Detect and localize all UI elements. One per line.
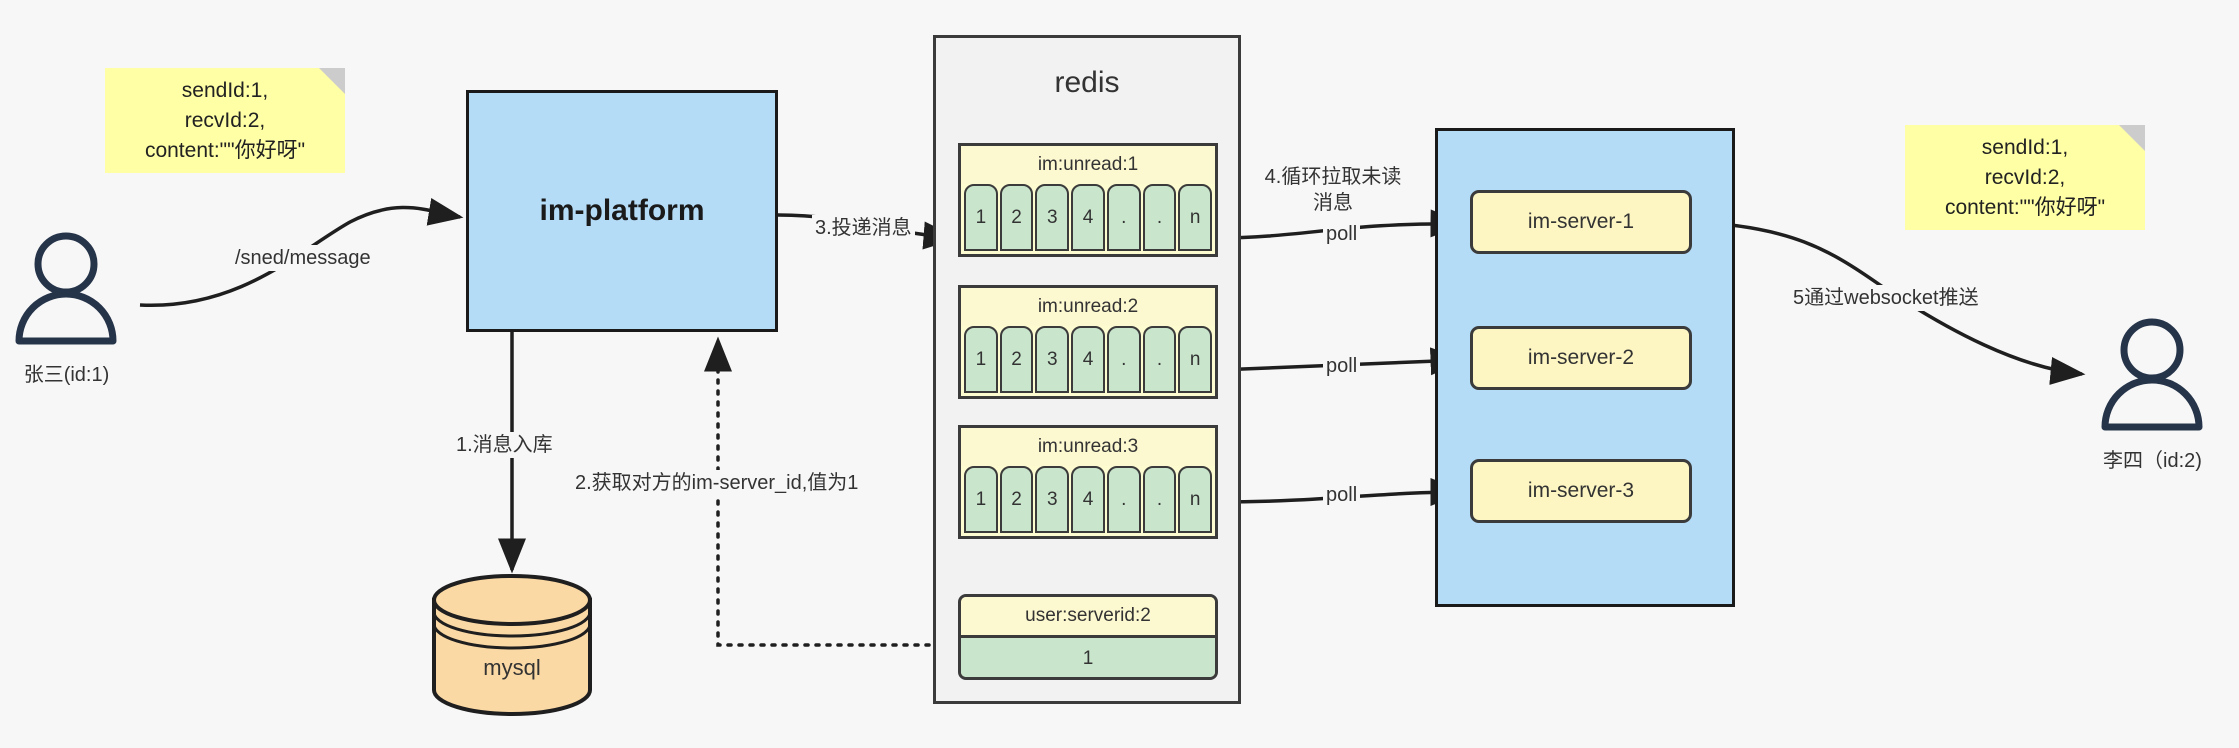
note-right-line-3: content:""你好呀" [1944, 195, 2106, 219]
queue-im-unread-2: im:unread:2 1 2 3 4 . . n [958, 285, 1218, 399]
queue-cell: . [1106, 184, 1141, 251]
queue-cell: 3 [1035, 184, 1070, 251]
queue-key-2: im:unread:2 [961, 288, 1215, 326]
actor-label-sender: 张三(id:1) [23, 364, 110, 386]
edge-label-step3: 3.投递消息 [812, 215, 915, 241]
queue-cell: 1 [964, 184, 998, 251]
queue-cell: n [1178, 184, 1213, 251]
edge-label-poll-1: poll [1323, 221, 1361, 247]
note-right-line-1: sendId:1, [1981, 135, 2069, 159]
queue-cell: 2 [999, 184, 1034, 251]
kv-value: 1 [961, 635, 1215, 677]
queue-cell: 3 [1035, 326, 1070, 393]
queue-cell: . [1106, 466, 1141, 533]
queue-cells-1: 1 2 3 4 . . n [964, 184, 1213, 251]
queue-cell: . [1142, 326, 1177, 393]
queue-cell: n [1178, 326, 1213, 393]
queue-cells-3: 1 2 3 4 . . n [964, 466, 1213, 533]
queue-im-unread-1: im:unread:1 1 2 3 4 . . n [958, 143, 1218, 257]
note-right-line-2: recvId:2, [1984, 165, 2066, 189]
node-mysql-label: mysql [483, 655, 541, 680]
note-fold-icon [319, 68, 345, 94]
queue-cell: 1 [964, 326, 998, 393]
node-im-server-2-label: im-server-2 [1527, 346, 1635, 369]
note-left: sendId:1, recvId:2, content:""你好呀" [105, 68, 345, 173]
queue-cell: . [1142, 466, 1177, 533]
queue-cell: 4 [1071, 326, 1105, 393]
edge-label-step4: 4.循环拉取未读消息 [1256, 164, 1410, 216]
queue-cell: 4 [1071, 466, 1105, 533]
user-icon-sender [15, 232, 117, 345]
node-im-server-1[interactable]: im-server-1 [1470, 190, 1692, 254]
node-im-server-3[interactable]: im-server-3 [1470, 459, 1692, 523]
queue-cell: n [1178, 466, 1213, 533]
edge-label-step1: 1.消息入库 [453, 432, 556, 458]
queue-cell: 2 [999, 466, 1034, 533]
queue-cell: 2 [999, 326, 1034, 393]
edge-label-send-message: /sned/message [232, 245, 374, 271]
edge-label-step5: 5通过websocket推送 [1790, 285, 1982, 311]
queue-cell: . [1106, 326, 1141, 393]
queue-cell: . [1142, 184, 1177, 251]
note-left-line-2: recvId:2, [184, 108, 266, 132]
note-left-line-3: content:""你好呀" [144, 138, 306, 162]
queue-cell: 3 [1035, 466, 1070, 533]
node-im-platform-label: im-platform [539, 194, 705, 227]
user-icon-receiver [2101, 318, 2203, 431]
queue-cell: 1 [964, 466, 998, 533]
node-im-server-3-label: im-server-3 [1527, 479, 1635, 502]
queue-key-1: im:unread:1 [961, 146, 1215, 184]
note-left-line-1: sendId:1, [181, 78, 269, 102]
node-im-server-1-label: im-server-1 [1527, 210, 1635, 233]
queue-cells-2: 1 2 3 4 . . n [964, 326, 1213, 393]
kv-user-serverid: user:serverid:2 1 [958, 594, 1218, 680]
queue-im-unread-3: im:unread:3 1 2 3 4 . . n [958, 425, 1218, 539]
edge-label-poll-3: poll [1323, 482, 1361, 508]
queue-key-3: im:unread:3 [961, 428, 1215, 466]
actor-label-receiver: 李四（id:2) [2103, 450, 2202, 472]
note-right: sendId:1, recvId:2, content:""你好呀" [1905, 125, 2145, 230]
queue-cell: 4 [1071, 184, 1105, 251]
edge-label-poll-2: poll [1323, 353, 1361, 379]
node-im-platform[interactable]: im-platform [466, 90, 778, 332]
kv-key: user:serverid:2 [961, 597, 1215, 635]
edge-label-step2: 2.获取对方的im-server_id,值为1 [572, 470, 862, 496]
node-redis-title: redis [1054, 66, 1120, 99]
note-fold-icon [2119, 125, 2145, 151]
database-cylinder [432, 574, 592, 716]
node-im-server-2[interactable]: im-server-2 [1470, 326, 1692, 390]
